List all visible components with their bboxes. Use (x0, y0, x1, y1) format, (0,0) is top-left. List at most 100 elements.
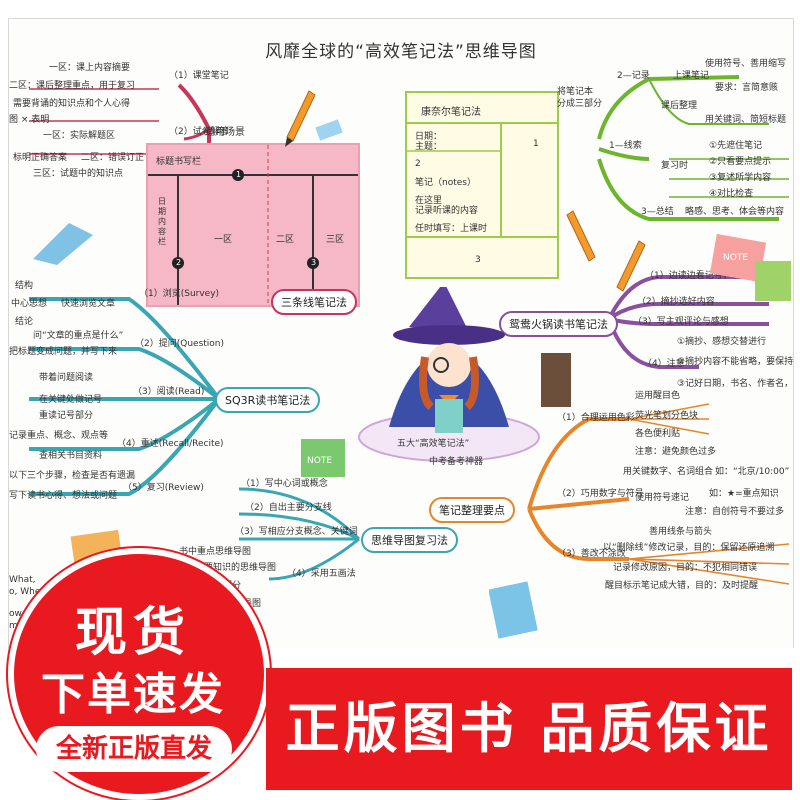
color-note: 运用醒目色 (635, 391, 681, 401)
mark-3: 3 (311, 258, 317, 267)
cornell-split: 将笔记本 (557, 87, 594, 97)
sq3r-note: 以下三个步骤，检查是否有遗漏 (9, 471, 136, 481)
svg-text:NOTE: NOTE (307, 456, 332, 466)
sq3r-note: 写下读书心得、想法或问题 (9, 491, 118, 501)
hub-organize: 笔记整理要点 (429, 497, 515, 523)
color-note: 荧光笔划分色块 (635, 411, 699, 421)
center-caption: 中考备考神器 (429, 457, 484, 467)
sq3r-note: 在关键处做记号 (39, 395, 103, 405)
organize-item: （2）巧用数字与符号 (557, 489, 644, 499)
symbol-note: 使用符号速记 (635, 493, 690, 503)
sq3r-step: （5）复习(Review) (123, 483, 204, 493)
three-line-note: 图 × 表明 (9, 115, 50, 125)
sq3r-note: 记录重点、概念、观点等 (9, 431, 109, 441)
sq3r-step: （1）浏览(Survey) (139, 289, 220, 299)
hotpot-item: （4）注意 (643, 359, 685, 369)
sq3r-note: 带着问题阅读 (39, 373, 94, 383)
three-line-note: 需要背诵的知识点和个人心得 (13, 99, 131, 109)
promo-badge: 现货 下单速发 全新正版直发 (8, 548, 270, 800)
cornell-box-title: 康奈尔笔记法 (421, 107, 481, 118)
hub-three-line: 三条线笔记法 (271, 289, 357, 315)
cornell-review-item: ④对比检查 (709, 189, 754, 199)
three-line-note: 二区：错误订正 (81, 153, 145, 163)
mindmap-partial: ow, (9, 609, 25, 619)
promo-banner: 正版图书 品质保证 (266, 668, 792, 790)
cornell-num1: 1 (533, 139, 539, 149)
scene-label: 适用场景 (205, 127, 245, 138)
three-line-note: 一区：实际解题区 (43, 131, 116, 141)
branch-lines (29, 75, 790, 585)
pencil-icon (616, 240, 646, 292)
notebook-icon (541, 353, 571, 407)
cornell-record: 2—记录 (617, 71, 650, 81)
symbol-note: 如：“北京/10:00” (715, 467, 790, 477)
sticky-note-icon: NOTE (709, 234, 767, 283)
title-field-label: 标题书写栏 (156, 157, 202, 167)
ruler-icon (33, 223, 93, 265)
sq3r-note: 重读记号部分 (39, 411, 94, 421)
mindmap-note: 重要知识的思维导图 (195, 563, 277, 573)
cornell-review-item: ①先遮住笔记 (709, 141, 763, 151)
cornell-record-item: 使用符号、善用缩写 (705, 59, 787, 69)
edit-note: 以“删除线”修改记录，目的：保留还原追溯 (603, 543, 775, 553)
symbol-note: 善用线条与箭头 (649, 527, 713, 537)
mindmap-partial: o, When, (9, 587, 49, 597)
hotpot-note: ①摘抄、感想交替进行 (677, 337, 767, 347)
pencil-icon (566, 210, 596, 262)
hotpot-item: （2）摘抄选好内容 (637, 297, 715, 307)
cornell-num3: 3 (475, 255, 481, 265)
three-line-note: 一区：课上内容摘要 (49, 63, 131, 73)
sq3r-note: 中心思想 (11, 299, 48, 309)
sticky-note-icon (755, 261, 791, 301)
cornell-template: 康奈尔笔记法 日期： 主题： 1 2 笔记（notes） 在这里 记录听课的内容… (405, 91, 559, 279)
sq3r-step: （3）阅读(Read) (133, 387, 205, 397)
cornell-notes: 笔记（notes） (415, 178, 476, 188)
three-line-note: 二区：课后整理重点，用于复习 (9, 81, 136, 91)
cornell-split: 分成三部分 (557, 99, 603, 109)
badge-line-1: 现货 (74, 603, 191, 663)
cornell-cue: 1—线索 (609, 141, 642, 151)
date-field-label: 日期内容栏 (158, 197, 166, 246)
pencil-icon (285, 90, 316, 147)
three-line-note: 三区：试题中的知识点 (33, 169, 124, 179)
color-note: 注意：避免颜色过多 (635, 447, 717, 457)
three-line-grid (148, 145, 358, 305)
cornell-date: 日期： (415, 132, 443, 142)
scene-item-class: （1）课堂笔记 (169, 71, 229, 81)
sq3r-note: 把标题变成问题，并写下来 (9, 347, 118, 357)
cornell-record-item: 课后整理 (661, 101, 698, 111)
svg-text:NOTE: NOTE (723, 253, 748, 263)
mindmap-item: （3）写相应分支概念、关键词 (235, 527, 358, 537)
three-line-template: 标题书写栏 1 2 3 日期内容栏 一区 二区 三区 (146, 143, 360, 307)
zone-2: 二区 (276, 235, 295, 245)
sq3r-note: 快速浏览文章 (61, 299, 116, 309)
cornell-record-item: 用关键词、简短标题 (705, 115, 787, 125)
cornell-topic: 主题： (415, 142, 443, 152)
cornell-review-item: 复习时 (661, 161, 689, 171)
sq3r-note: 问“文章的重点是什么” (33, 331, 124, 341)
sq3r-step: （2）提问(Question) (135, 339, 225, 349)
mark-2: 2 (176, 258, 182, 267)
cornell-num2: 2 (415, 159, 421, 169)
hub-sq3r: SQ3R读书笔记法 (215, 387, 321, 413)
color-note: 各色便利贴 (635, 429, 681, 439)
cornell-record-item: 上课笔记 (673, 71, 710, 81)
symbol-note: 如：★=重点知识 (709, 489, 779, 499)
three-line-note: 标明正确答案 (13, 153, 68, 163)
cornell-summary-text: 略感、思考、体会等内容 (685, 207, 785, 217)
symbol-note: 用关键数字、名词组合 (623, 467, 714, 477)
cornell-review-item: ②只看要点提示 (709, 157, 772, 167)
mindmap-partial: What, (9, 575, 36, 585)
edit-note: 醒目标示笔记成大错，目的：及时提醒 (605, 581, 759, 591)
eraser-icon (315, 119, 343, 141)
cornell-notes-sub: 在这里 (415, 196, 443, 206)
cornell-notes-sub: 记录听课的内容 (415, 206, 479, 216)
hotpot-note: ②摘抄内容不能省略，要保持原句 (677, 357, 794, 367)
organize-item: （1）合理运用色彩 (557, 413, 635, 423)
mindmap-item: （1）写中心词或概念 (241, 479, 328, 489)
hotpot-note: ③记好日期，书名、作者名，以便重读 (677, 379, 794, 389)
mindmap-item: （4）采用五画法 (287, 569, 356, 579)
sq3r-note: 查相关书目资料 (39, 451, 103, 461)
cornell-summary: 3—总结 (641, 207, 674, 217)
